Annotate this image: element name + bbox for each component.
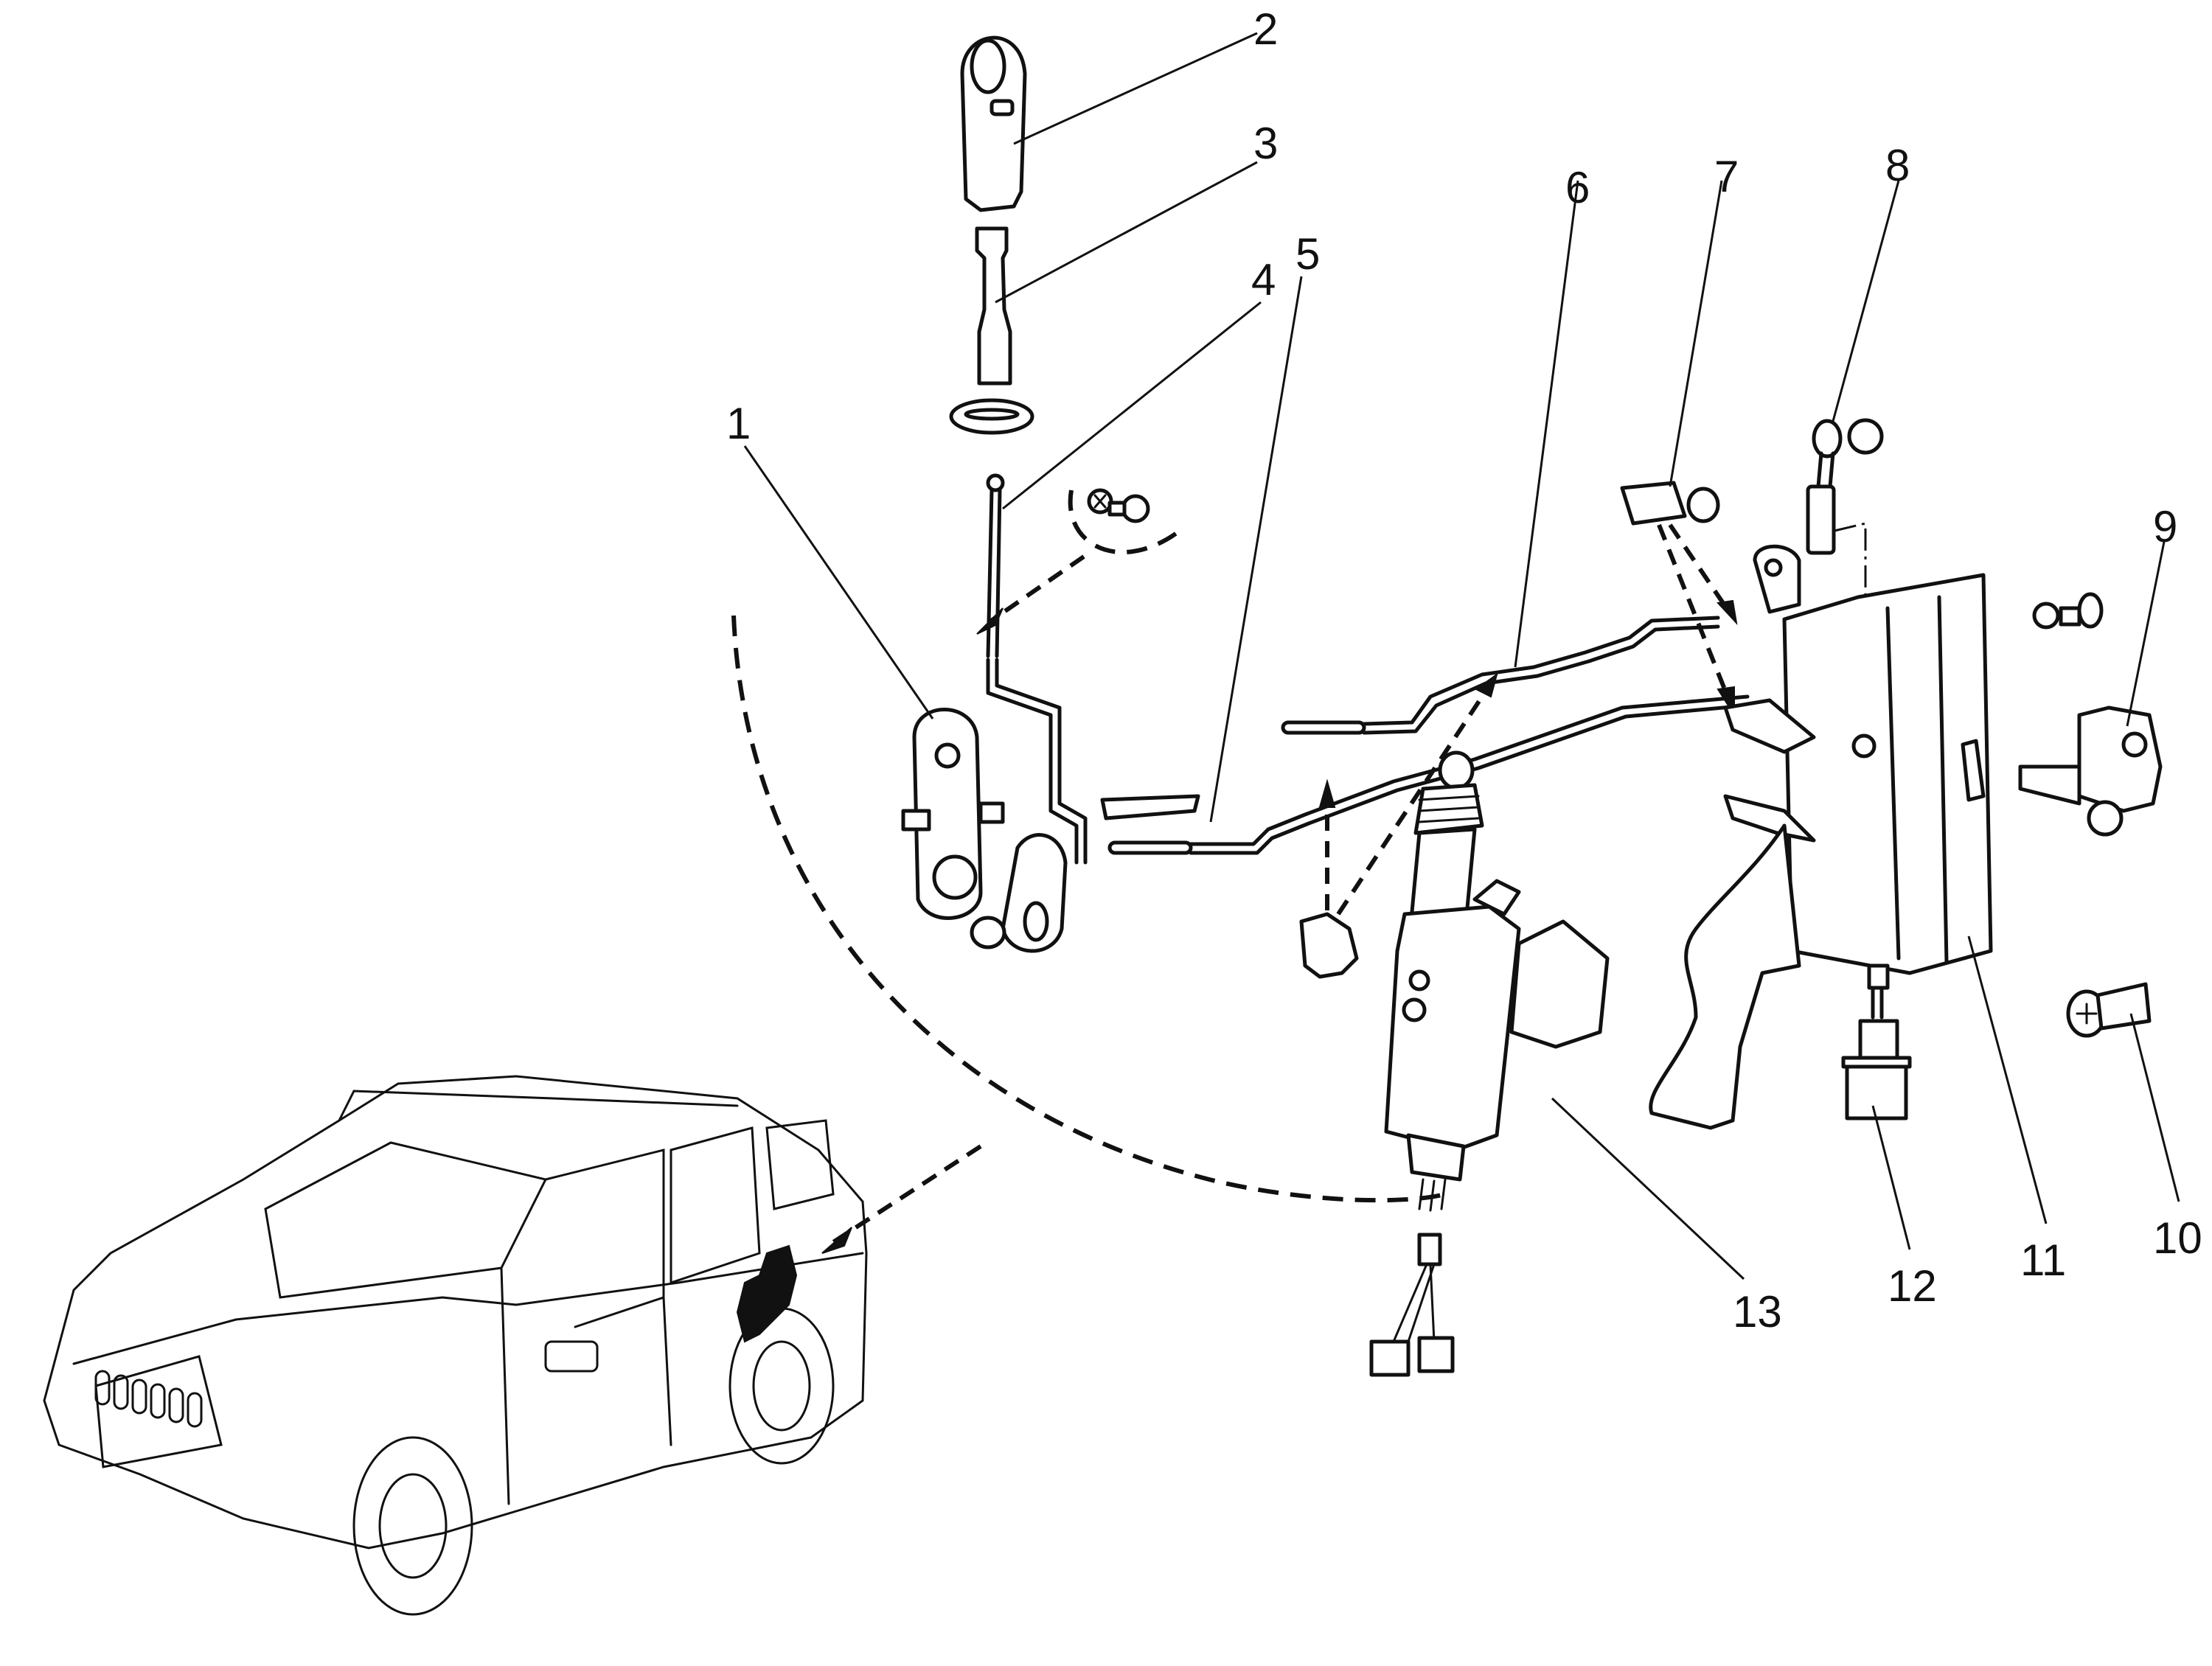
- door-lock: [1723, 544, 1993, 990]
- leader-13: [1551, 1097, 1745, 1280]
- grille: [94, 1370, 203, 1428]
- rod-clip-lower: [1299, 672, 1498, 979]
- callout-1: 1: [726, 399, 751, 448]
- adjusting-rod-end: [1806, 418, 1884, 752]
- lock-screw-set: [2032, 592, 2104, 630]
- inner-handle-rod: [1100, 694, 1750, 855]
- lock-actuator: [1369, 750, 1610, 1377]
- callout-2: 2: [1253, 4, 1278, 54]
- rod-clip: [1620, 481, 1738, 718]
- callout-10: 10: [2153, 1213, 2202, 1263]
- detail-boundary-arc: [731, 615, 1446, 1203]
- leader-11: [1967, 935, 2048, 1224]
- leader-7: [1669, 180, 1723, 487]
- connector: [1841, 986, 1912, 1120]
- leader-6: [1514, 180, 1579, 668]
- vehicle-overview: [43, 1075, 868, 1616]
- location-arrow: [832, 1144, 982, 1244]
- leader-5: [1209, 276, 1303, 823]
- lock-location-marker: [736, 1244, 798, 1343]
- lock-mounting-bracket: [1649, 823, 1801, 1130]
- callout-11: 11: [2020, 1235, 2066, 1285]
- striker: [2018, 705, 2163, 837]
- grommet: [949, 398, 1034, 435]
- callout-3: 3: [1253, 119, 1278, 168]
- callout-6: 6: [1565, 163, 1590, 212]
- callout-8: 8: [1885, 141, 1910, 190]
- lock-rod: [1281, 616, 1720, 735]
- leader-9: [2126, 541, 2166, 727]
- callout-5: 5: [1295, 229, 1320, 279]
- leader-10: [2129, 1013, 2180, 1202]
- callout-9: 9: [2153, 502, 2177, 551]
- handle-screw-set: [976, 488, 1181, 635]
- leader-12: [1871, 1105, 1911, 1250]
- callout-13: 13: [1733, 1287, 1782, 1336]
- striker-screw: [2066, 982, 2152, 1038]
- callout-12: 12: [1888, 1261, 1937, 1311]
- leader-3: [995, 161, 1258, 304]
- leader-8: [1831, 180, 1900, 425]
- leader-2: [1013, 32, 1258, 145]
- lock-knob: [975, 226, 1012, 386]
- callout-4: 4: [1251, 255, 1276, 304]
- inner-handle-bracket: [901, 708, 1068, 953]
- location-arrowhead: [821, 1227, 852, 1254]
- leader-4: [1002, 301, 1262, 510]
- lock-knob-cover: [960, 35, 1027, 212]
- callouts: 1 2 3 4 5 6 7 8 9 10 11 12 13: [726, 4, 2202, 1336]
- leader-lines: [743, 32, 2180, 1280]
- leader-1: [743, 445, 934, 719]
- callout-7: 7: [1714, 152, 1739, 201]
- grommet-slot: [964, 408, 1020, 421]
